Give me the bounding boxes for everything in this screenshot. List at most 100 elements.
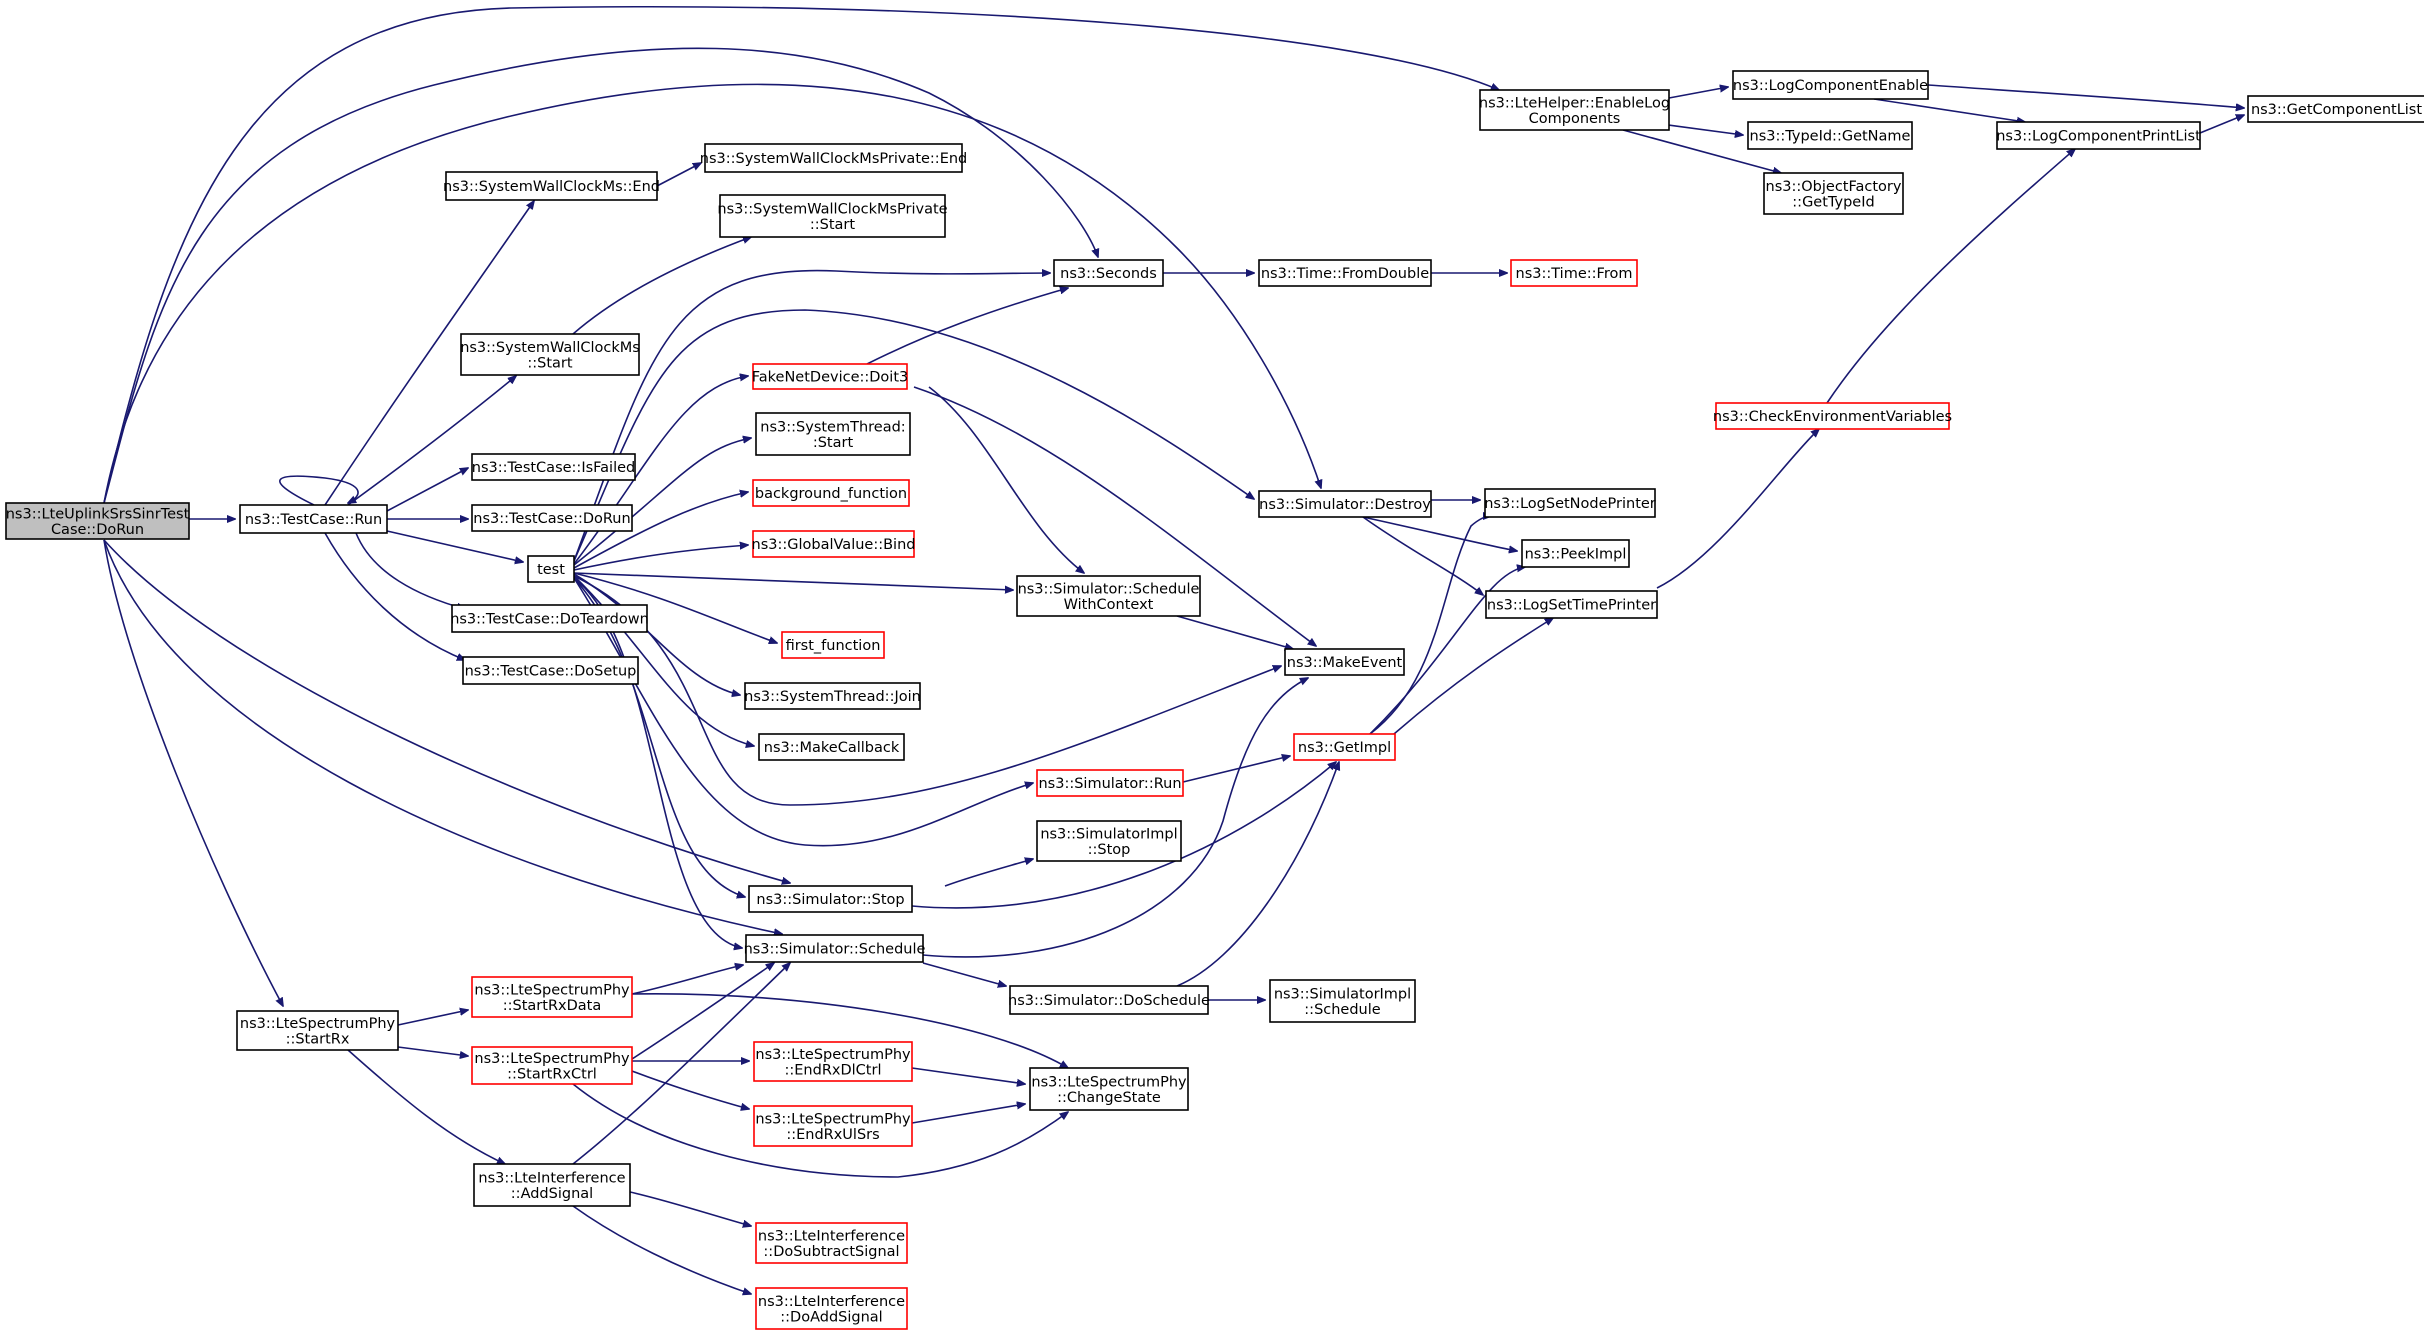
node-box[interactable] xyxy=(1029,1067,1189,1111)
node-wcp-end[interactable]: ns3::SystemWallClockMsPrivate::End xyxy=(700,143,968,173)
node-box[interactable] xyxy=(719,194,946,238)
node-box[interactable] xyxy=(471,1046,633,1085)
node-do-run[interactable]: ns3::TestCase::DoRun xyxy=(471,504,633,532)
node-doit3[interactable]: FakeNetDevice::Doit3 xyxy=(752,363,908,390)
node-box[interactable] xyxy=(1996,121,2201,150)
node-type-id-get-name[interactable]: ns3::TypeId::GetName xyxy=(1747,121,1913,150)
node-box[interactable] xyxy=(5,502,190,540)
node-box[interactable] xyxy=(236,1010,399,1051)
node-box[interactable] xyxy=(744,682,921,710)
node-log-comp-enable[interactable]: ns3::LogComponentEnable xyxy=(1732,70,1929,100)
node-do-setup[interactable]: ns3::TestCase::DoSetup xyxy=(462,656,639,685)
node-box[interactable] xyxy=(1016,575,1201,617)
node-box[interactable] xyxy=(1293,733,1396,761)
node-box[interactable] xyxy=(1284,648,1405,676)
node-seconds[interactable]: ns3::Seconds xyxy=(1053,259,1164,287)
node-bg-func[interactable]: background_function xyxy=(752,479,910,507)
node-box[interactable] xyxy=(704,143,963,173)
node-box[interactable] xyxy=(527,555,575,583)
node-sim-impl-stop[interactable]: ns3::SimulatorImpl::Stop xyxy=(1036,820,1182,862)
node-start-rx-ctrl[interactable]: ns3::LteSpectrumPhy::StartRxCtrl xyxy=(471,1046,633,1085)
node-box[interactable] xyxy=(239,504,388,534)
node-is-failed[interactable]: ns3::TestCase::IsFailed xyxy=(471,453,636,481)
node-wc-end[interactable]: ns3::SystemWallClockMs::End xyxy=(443,171,660,201)
node-end-rx-ul-srs[interactable]: ns3::LteSpectrumPhy::EndRxUlSrs xyxy=(753,1105,913,1147)
node-thread-join[interactable]: ns3::SystemThread::Join xyxy=(744,682,921,710)
node-check-env[interactable]: ns3::CheckEnvironmentVariables xyxy=(1713,402,1952,430)
node-do-teardown[interactable]: ns3::TestCase::DoTeardown xyxy=(450,604,649,633)
node-box[interactable] xyxy=(1763,172,1904,215)
node-do-subtract[interactable]: ns3::LteInterference::DoSubtractSignal xyxy=(755,1222,908,1264)
node-box[interactable] xyxy=(745,934,924,963)
node-box[interactable] xyxy=(1521,539,1630,568)
node-box[interactable] xyxy=(1747,121,1913,150)
node-box[interactable] xyxy=(1484,488,1656,518)
node-box[interactable] xyxy=(752,363,908,390)
node-sim-do-schedule[interactable]: ns3::Simulator::DoSchedule xyxy=(1008,985,1210,1015)
node-box[interactable] xyxy=(1715,402,1950,430)
node-sim-impl-schedule[interactable]: ns3::SimulatorImpl::Schedule xyxy=(1269,979,1416,1023)
node-box[interactable] xyxy=(753,1105,913,1147)
node-gv-bind[interactable]: ns3::GlobalValue::Bind xyxy=(752,530,916,558)
node-test[interactable]: test xyxy=(527,555,575,583)
node-box[interactable] xyxy=(1485,590,1658,619)
node-obj-factory[interactable]: ns3::ObjectFactory::GetTypeId xyxy=(1763,172,1904,215)
node-box[interactable] xyxy=(781,631,885,659)
node-thread-start[interactable]: ns3::SystemThread::Start xyxy=(755,412,911,456)
node-box[interactable] xyxy=(1479,89,1670,131)
node-box[interactable] xyxy=(451,604,648,633)
node-box[interactable] xyxy=(471,504,633,532)
node-box[interactable] xyxy=(752,530,915,558)
node-log-set-node[interactable]: ns3::LogSetNodePrinter xyxy=(1484,488,1656,518)
node-do-add-signal[interactable]: ns3::LteInterference::DoAddSignal xyxy=(755,1287,908,1330)
node-box[interactable] xyxy=(460,333,640,376)
node-box[interactable] xyxy=(473,1163,631,1207)
node-sim-stop[interactable]: ns3::Simulator::Stop xyxy=(748,885,913,913)
node-box[interactable] xyxy=(753,1041,913,1082)
node-box[interactable] xyxy=(1732,70,1929,100)
node-log-set-time[interactable]: ns3::LogSetTimePrinter xyxy=(1485,590,1658,619)
node-from-double[interactable]: ns3::Time::FromDouble xyxy=(1258,259,1432,287)
node-log-comp-print[interactable]: ns3::LogComponentPrintList xyxy=(1996,121,2201,150)
node-peek-impl[interactable]: ns3::PeekImpl xyxy=(1521,539,1630,568)
node-run[interactable]: ns3::TestCase::Run xyxy=(239,504,388,534)
node-box[interactable] xyxy=(1269,979,1416,1023)
node-box[interactable] xyxy=(748,885,913,913)
node-sim-schedule[interactable]: ns3::Simulator::Schedule xyxy=(744,934,926,963)
node-add-signal[interactable]: ns3::LteInterference::AddSignal xyxy=(473,1163,631,1207)
node-box[interactable] xyxy=(755,412,911,456)
node-sim-run[interactable]: ns3::Simulator::Run xyxy=(1036,769,1184,797)
node-end-rx-dl-ctrl[interactable]: ns3::LteSpectrumPhy::EndRxDlCtrl xyxy=(753,1041,913,1082)
node-box[interactable] xyxy=(462,656,639,685)
node-box[interactable] xyxy=(755,1287,908,1330)
node-make-event[interactable]: ns3::MakeEvent xyxy=(1284,648,1405,676)
node-box[interactable] xyxy=(1036,769,1184,797)
node-box[interactable] xyxy=(1053,259,1164,287)
node-wc-start[interactable]: ns3::SystemWallClockMs::Start xyxy=(460,333,640,376)
node-box[interactable] xyxy=(2247,95,2424,123)
node-box[interactable] xyxy=(1036,820,1182,862)
node-get-impl[interactable]: ns3::GetImpl xyxy=(1293,733,1396,761)
node-start-rx-data[interactable]: ns3::LteSpectrumPhy::StartRxData xyxy=(471,976,633,1018)
node-wcp-start[interactable]: ns3::SystemWallClockMsPrivate::Start xyxy=(717,194,948,238)
node-box[interactable] xyxy=(1258,259,1432,287)
node-time-from[interactable]: ns3::Time::From xyxy=(1510,259,1638,287)
node-change-state[interactable]: ns3::LteSpectrumPhy::ChangeState xyxy=(1029,1067,1189,1111)
node-box[interactable] xyxy=(1009,985,1209,1015)
node-box[interactable] xyxy=(1258,490,1432,518)
node-start-rx[interactable]: ns3::LteSpectrumPhy::StartRx xyxy=(236,1010,399,1051)
node-box[interactable] xyxy=(755,1222,908,1264)
node-box[interactable] xyxy=(471,976,633,1018)
node-box[interactable] xyxy=(445,171,658,201)
node-make-callback[interactable]: ns3::MakeCallback xyxy=(758,733,905,761)
node-sim-destroy[interactable]: ns3::Simulator::Destroy xyxy=(1258,490,1432,518)
node-first-func[interactable]: first_function xyxy=(781,631,885,659)
node-get-comp-list[interactable]: ns3::GetComponentList xyxy=(2247,95,2424,123)
node-box[interactable] xyxy=(752,479,910,507)
node-box[interactable] xyxy=(758,733,905,761)
node-box[interactable] xyxy=(1510,259,1638,287)
node-box[interactable] xyxy=(471,453,636,481)
